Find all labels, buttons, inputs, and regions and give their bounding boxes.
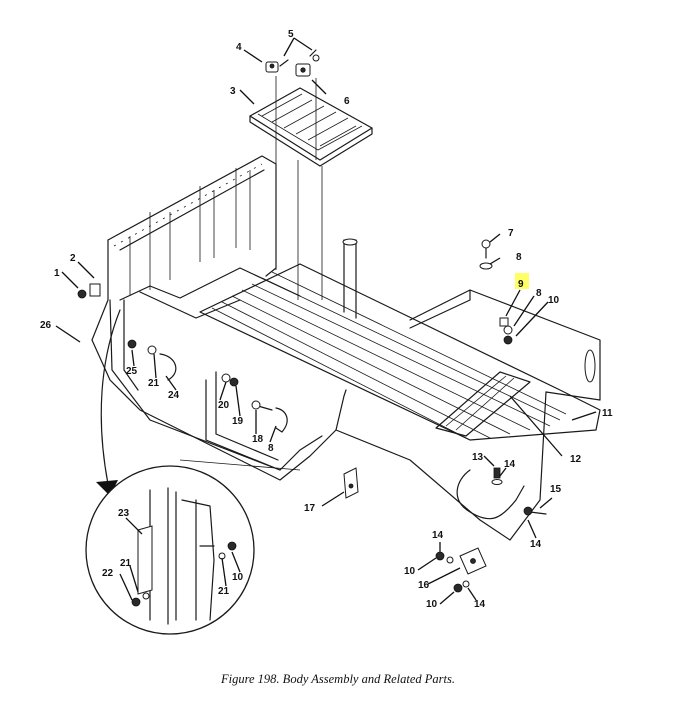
floor-grate	[249, 87, 373, 167]
callout-8: 8	[268, 443, 274, 454]
callout-24: 24	[168, 390, 180, 401]
callout-2: 2	[70, 253, 76, 264]
callout-8: 8	[536, 288, 542, 299]
callout-9: 9	[518, 279, 524, 290]
callout-21: 21	[148, 378, 160, 389]
detail-arrow-head	[96, 480, 118, 496]
callout-23: 23	[118, 508, 130, 519]
callout-highlight	[515, 273, 529, 289]
callout-16: 16	[418, 580, 430, 591]
callout-10: 10	[426, 599, 438, 610]
callout-15: 15	[550, 484, 562, 495]
callout-20: 20	[218, 400, 230, 411]
callout-labels: 1 2 3 4 5 6 7 8 9 8 10 11 12 13 14 15 14…	[40, 29, 613, 610]
callout-17: 17	[304, 503, 316, 514]
callout-13: 13	[472, 452, 484, 463]
callout-21: 21	[120, 558, 132, 569]
callout-19: 19	[232, 416, 244, 427]
fasteners	[77, 239, 547, 593]
callout-11: 11	[602, 408, 613, 419]
callout-5: 5	[288, 29, 294, 40]
figure-caption: Figure 198. Body Assembly and Related Pa…	[221, 672, 455, 686]
callout-1: 1	[54, 268, 60, 279]
detail-inset	[85, 465, 255, 635]
callout-22: 22	[102, 568, 114, 579]
callout-18: 18	[252, 434, 264, 445]
callout-25: 25	[126, 366, 138, 377]
callout-4: 4	[236, 42, 242, 53]
callout-21: 21	[218, 586, 230, 597]
callout-3: 3	[230, 86, 236, 97]
callout-10: 10	[232, 572, 244, 583]
bracket-17	[343, 467, 359, 499]
callout-10: 10	[404, 566, 416, 577]
callout-8: 8	[516, 252, 522, 263]
strap-loop	[456, 469, 525, 520]
detail-arrow	[100, 309, 121, 485]
callout-26: 26	[40, 320, 52, 331]
callout-6: 6	[344, 96, 350, 107]
grate-hardware	[265, 49, 320, 77]
callout-14: 14	[530, 539, 542, 550]
callout-14: 14	[432, 530, 444, 541]
callout-7: 7	[508, 228, 514, 239]
callout-14: 14	[474, 599, 486, 610]
callout-10: 10	[548, 295, 560, 306]
leader-lines	[55, 37, 597, 605]
body-tub	[91, 155, 601, 541]
hinge-16	[459, 547, 487, 575]
callout-14: 14	[504, 459, 516, 470]
callout-12: 12	[570, 454, 582, 465]
